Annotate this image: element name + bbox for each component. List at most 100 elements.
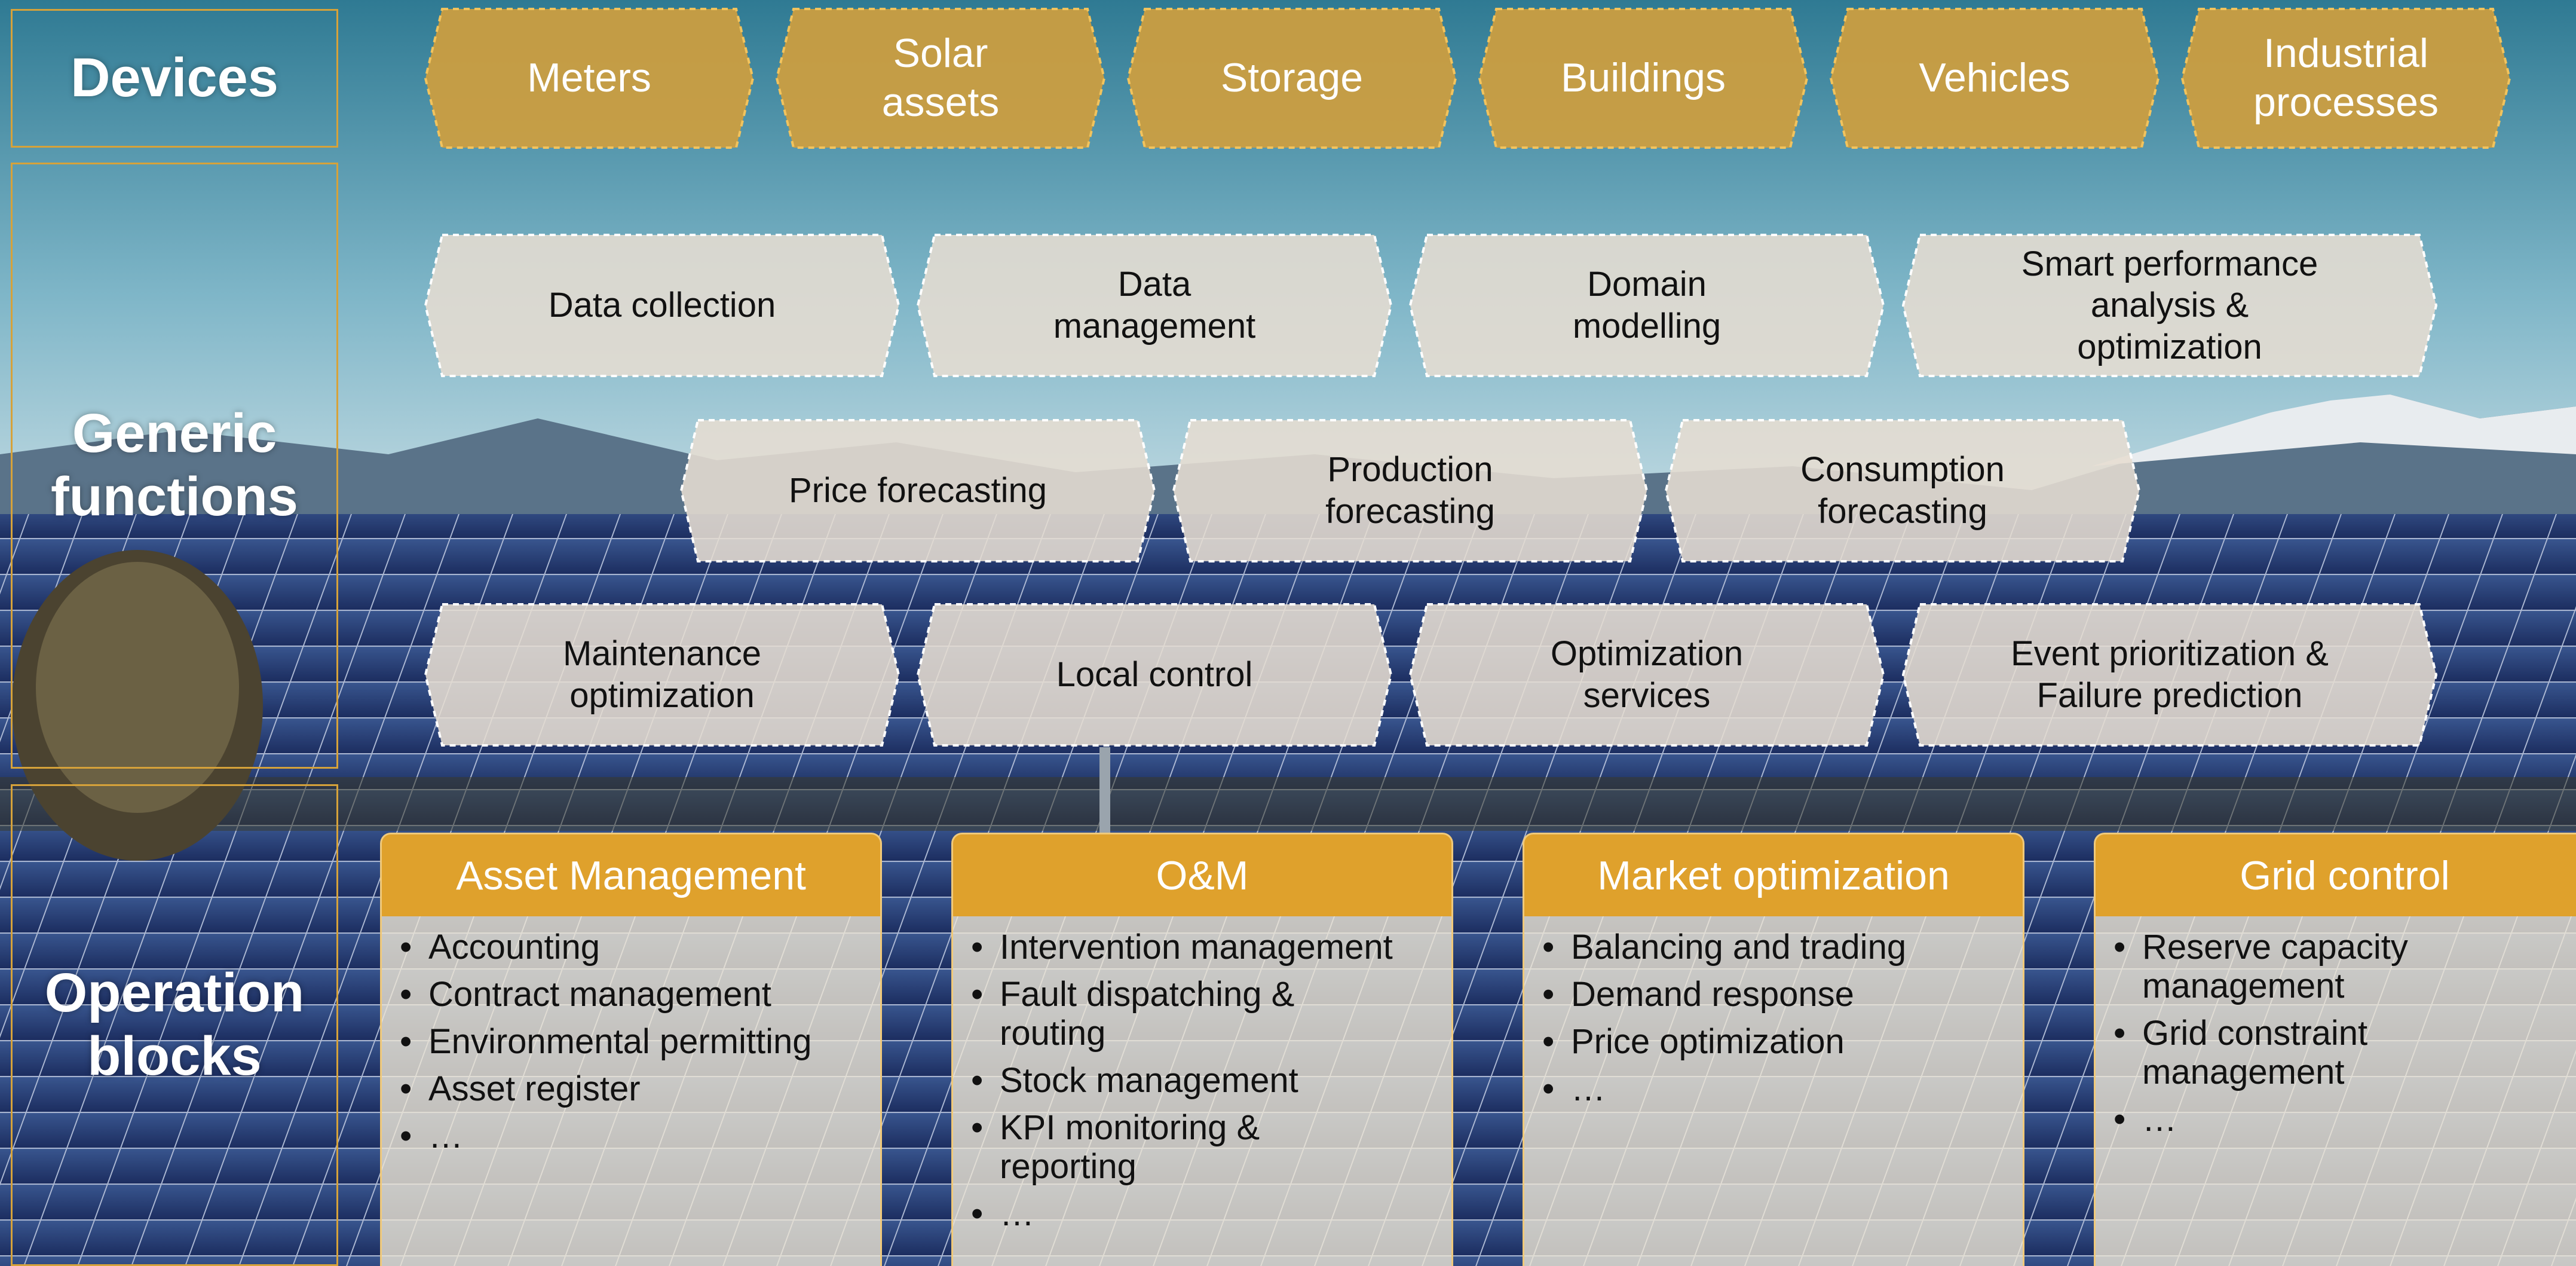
function-smart-performance-analysis-optimization-label: Smart performance analysis & optimizatio… — [2021, 244, 2318, 366]
function-data-collection-label: Data collection — [548, 286, 776, 325]
function-price-forecasting-polygon — [679, 419, 1156, 562]
block-title: Grid control — [2094, 833, 2576, 916]
function-data-management-polygon — [916, 234, 1393, 377]
list-item: … — [1542, 1069, 2005, 1109]
block-body: Balancing and tradingDemand responsePric… — [1523, 916, 2024, 1266]
device-solar-assets-label: Solar assets — [881, 30, 1000, 125]
block-body: AccountingContract managementEnvironment… — [380, 916, 882, 1266]
list-item: KPI monitoring & reporting — [971, 1108, 1434, 1187]
function-data-management-label: Data management — [1053, 265, 1256, 345]
function-data-collection-polygon — [424, 234, 900, 377]
function-production-forecasting-polygon — [1172, 419, 1649, 562]
function-event-prioritization-failure-prediction-label: Event prioritization & Failure predictio… — [2011, 634, 2329, 715]
list-item: Accounting — [400, 928, 862, 967]
device-storage-shape — [1126, 8, 1457, 149]
block-item-list: Balancing and tradingDemand responsePric… — [1542, 928, 2005, 1109]
device-solar-assets-shape — [775, 8, 1106, 149]
generic-functions-lane — [11, 163, 338, 769]
function-domain-modelling-label: Domain modelling — [1572, 265, 1722, 345]
list-item: Asset register — [400, 1069, 862, 1109]
function-smart-performance-analysis-optimization-polygon — [1901, 234, 2438, 377]
device-buildings: Buildings — [1478, 8, 1809, 149]
block-title: Asset Management — [380, 833, 882, 916]
list-item: … — [971, 1194, 1434, 1234]
list-item: Contract management — [400, 975, 862, 1014]
list-item: Stock management — [971, 1061, 1434, 1100]
list-item: Grid constraint management — [2114, 1014, 2576, 1092]
block-body: Intervention managementFault dispatching… — [951, 916, 1453, 1266]
function-local-control-label: Local control — [1056, 655, 1253, 695]
function-optimization-services-label: Optimization services — [1550, 634, 1744, 715]
block-title: O&M — [951, 833, 1453, 916]
function-optimization-services-polygon — [1408, 603, 1885, 747]
function-production-forecasting: Production forecasting — [1172, 419, 1649, 562]
device-industrial-processes-label: Industrial processes — [2253, 30, 2439, 125]
function-production-forecasting-shape — [1172, 419, 1649, 562]
list-item: Intervention management — [971, 928, 1434, 967]
list-item: … — [2114, 1100, 2576, 1139]
function-consumption-forecasting-label: Consumption forecasting — [1800, 450, 2005, 531]
device-vehicles-label: Vehicles — [1919, 55, 2070, 101]
block-item-list: Intervention managementFault dispatching… — [971, 928, 1434, 1234]
function-local-control-polygon — [916, 603, 1393, 747]
device-solar-assets-polygon — [775, 8, 1106, 149]
block-item-list: AccountingContract managementEnvironment… — [400, 928, 862, 1156]
function-local-control-shape — [916, 603, 1393, 747]
block-asset-management: Asset ManagementAccountingContract manag… — [380, 833, 882, 1266]
device-buildings-label: Buildings — [1561, 55, 1726, 101]
list-item: Demand response — [1542, 975, 2005, 1014]
block-body: Reserve capacity managementGrid constrai… — [2094, 916, 2576, 1266]
function-price-forecasting-label: Price forecasting — [789, 471, 1047, 510]
device-storage: Storage — [1126, 8, 1457, 149]
function-maintenance-optimization: Maintenance optimization — [424, 603, 900, 747]
function-consumption-forecasting: Consumption forecasting — [1664, 419, 2141, 562]
device-meters: Meters — [424, 8, 755, 149]
function-smart-performance-analysis-optimization: Smart performance analysis & optimizatio… — [1901, 234, 2438, 377]
block-item-list: Reserve capacity managementGrid constrai… — [2114, 928, 2576, 1139]
list-item: Balancing and trading — [1542, 928, 2005, 967]
list-item: Environmental permitting — [400, 1022, 862, 1062]
list-item: Price optimization — [1542, 1022, 2005, 1062]
device-meters-label: Meters — [527, 55, 651, 101]
function-domain-modelling: Domain modelling — [1408, 234, 1885, 377]
list-item: … — [400, 1117, 862, 1156]
function-event-prioritization-failure-prediction-shape — [1901, 603, 2438, 747]
function-event-prioritization-failure-prediction-polygon — [1901, 603, 2438, 747]
device-meters-polygon — [424, 8, 755, 149]
function-consumption-forecasting-polygon — [1664, 419, 2141, 562]
device-storage-label: Storage — [1220, 55, 1364, 101]
function-optimization-services: Optimization services — [1408, 603, 1885, 747]
function-optimization-services-shape — [1408, 603, 1885, 747]
device-industrial-processes: Industrial processes — [2180, 8, 2511, 149]
function-production-forecasting-label: Production forecasting — [1325, 450, 1495, 531]
block-o-m: O&M Intervention managementFault dispatch… — [951, 833, 1453, 1266]
operation-blocks-lane-title: Operation blocks — [44, 962, 305, 1087]
block-market-optimization: Market optimizationBalancing and trading… — [1523, 833, 2024, 1266]
device-vehicles: Vehicles — [1829, 8, 2160, 149]
generic-functions-lane-title: Generic functions — [51, 403, 298, 527]
block-grid-control: Grid controlReserve capacity managementG… — [2094, 833, 2576, 1266]
function-maintenance-optimization-polygon — [424, 603, 900, 747]
device-buildings-shape — [1478, 8, 1809, 149]
function-domain-modelling-shape — [1408, 234, 1885, 377]
device-industrial-processes-polygon — [2180, 8, 2511, 149]
device-vehicles-polygon — [1829, 8, 2160, 149]
function-event-prioritization-failure-prediction: Event prioritization & Failure predictio… — [1901, 603, 2438, 747]
devices-lane-title: Devices — [71, 47, 278, 109]
function-domain-modelling-polygon — [1408, 234, 1885, 377]
function-maintenance-optimization-shape — [424, 603, 900, 747]
devices-lane — [11, 9, 338, 148]
list-item: Fault dispatching & routing — [971, 975, 1434, 1053]
device-meters-shape — [424, 8, 755, 149]
device-solar-assets: Solar assets — [775, 8, 1106, 149]
function-smart-performance-analysis-optimization-shape — [1901, 234, 2438, 377]
function-consumption-forecasting-shape — [1664, 419, 2141, 562]
function-maintenance-optimization-label: Maintenance optimization — [562, 634, 762, 715]
list-item: Reserve capacity management — [2114, 928, 2576, 1006]
function-data-collection: Data collection — [424, 234, 900, 377]
device-storage-polygon — [1126, 8, 1457, 149]
function-price-forecasting: Price forecasting — [679, 419, 1156, 562]
function-data-management: Data management — [916, 234, 1393, 377]
device-industrial-processes-shape — [2180, 8, 2511, 149]
function-data-management-shape — [916, 234, 1393, 377]
